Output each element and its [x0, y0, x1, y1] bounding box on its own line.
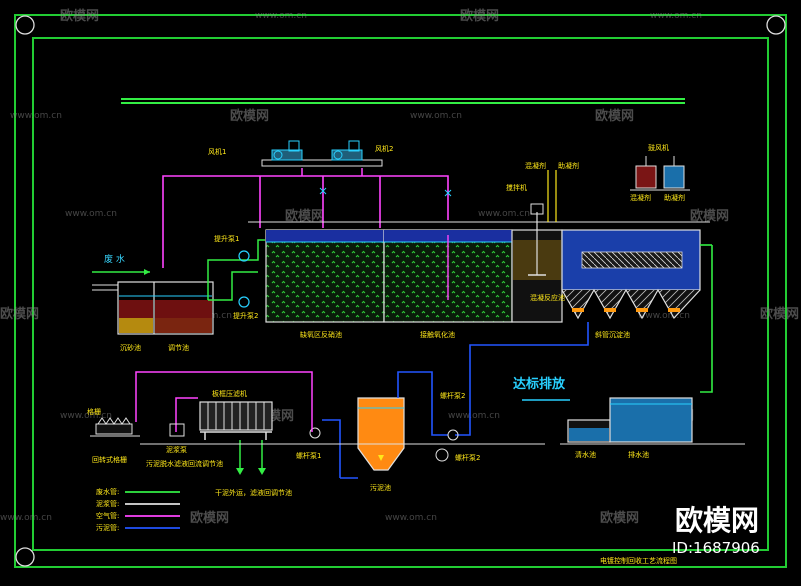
- lift-pipe: [207, 239, 265, 300]
- out-tank-label: 排水池: [628, 450, 649, 459]
- grille-machine-label: 回转式格栅: [92, 455, 127, 464]
- corner-circle-tr: [766, 15, 786, 35]
- fan2-label: 风机2: [375, 144, 393, 153]
- sludge-magenta-pipes: [135, 371, 313, 432]
- dosing-lines: [547, 170, 557, 222]
- sludge-pump2-top-label: 螺杆泵2: [440, 391, 465, 400]
- blower-top-label: 鼓风机: [648, 143, 669, 152]
- outer-frame: [14, 14, 787, 568]
- watermark-url-9: www.om.cn: [60, 411, 112, 421]
- watermark-13: 欧模网: [600, 510, 639, 526]
- grille-label: 格栅: [87, 407, 101, 416]
- anoxic-tank-label: 缺氧区反硝池: [300, 330, 342, 339]
- oxidation-tank-label: 接触氧化池: [420, 330, 455, 339]
- grit-equalization-tanks: [92, 281, 214, 335]
- watermark-3: 欧模网: [230, 108, 269, 124]
- grit-tank-label: 沉砂池: [120, 343, 141, 352]
- inner-frame: [32, 37, 769, 551]
- sludge-blue-piping: [322, 371, 471, 479]
- effluent-pipe: [700, 245, 713, 393]
- air-valves: [319, 187, 452, 197]
- wastewater-label: 废 水: [104, 253, 125, 265]
- pac-tank-label: 混凝剂: [630, 193, 651, 202]
- sludge-tank: [357, 397, 405, 471]
- grille-machine: [90, 417, 140, 437]
- sludge-pump2-label: 螺杆泵2: [455, 453, 480, 462]
- filter-press-label: 板框压滤机: [212, 389, 247, 398]
- mud-pump: [169, 423, 185, 437]
- air-piping: [162, 175, 449, 268]
- filter-press: [199, 401, 273, 475]
- watermark-2: 欧模网: [460, 8, 499, 24]
- watermark-url-2: www.om.cn: [650, 11, 702, 21]
- brand-large: 欧模网: [675, 504, 759, 537]
- equalization-tank-label: 调节池: [168, 343, 189, 352]
- watermark-7: 欧模网: [0, 306, 39, 322]
- clear-tank-label: 清水池: [575, 450, 596, 459]
- chemical-tanks: [630, 156, 690, 191]
- watermark-layer: 欧模网 www.om.cn 欧模网 www.om.cn www.om.cn 欧模…: [0, 8, 799, 526]
- legend: 废水管: 泥浆管: 空气管: 污泥管:: [96, 487, 180, 532]
- anoxic-tank: [265, 229, 385, 323]
- fan1-label: 风机1: [208, 147, 226, 156]
- brand-id: ID:1687906: [672, 539, 760, 557]
- watermark-9: 欧模网: [760, 306, 799, 322]
- legend-water-label: 废水管:: [96, 487, 119, 496]
- legend-air-label: 空气管:: [96, 511, 119, 520]
- legend-sludge-label: 泥浆管:: [96, 499, 119, 508]
- watermark-6: 欧模网: [690, 208, 729, 224]
- sludge-tank-label: 污泥池: [370, 483, 391, 492]
- lift-pump-1: [238, 250, 250, 262]
- sludge-return-pipe: [469, 322, 589, 390]
- mud-pump-label: 泥浆泵: [166, 445, 187, 454]
- watermark-12: 欧模网: [190, 510, 229, 526]
- blower-1: [271, 140, 303, 161]
- blower-2: [331, 140, 363, 161]
- lift-pump-2: [238, 296, 250, 308]
- diagram-title: 电镀控制回收工艺流程图: [600, 556, 677, 565]
- watermark-url-1: www.om.cn: [255, 11, 307, 21]
- watermark-url-8: www.om.cn: [638, 311, 690, 321]
- legend-mud-label: 污泥管:: [96, 523, 119, 532]
- sedimentation-tank: [561, 229, 712, 320]
- return-note-label: 干泥外运，滤液回调节池: [215, 488, 292, 497]
- watermark-url-6: www.om.cn: [478, 209, 530, 219]
- watermark-1: 欧模网: [60, 8, 99, 24]
- filtrate-note-label: 污泥脱水滤液回流调节池: [146, 459, 223, 468]
- corner-circle-tl: [15, 15, 35, 35]
- lift-pump1-label: 提升泵1: [214, 234, 239, 243]
- clear-water-tanks: [560, 397, 745, 445]
- screw-pump1-label: 螺杆泵1: [296, 451, 321, 460]
- pumps-lower: [309, 427, 459, 462]
- coag-tank-label: 混凝反应池: [530, 293, 565, 302]
- dosing1-label: 混凝剂: [525, 161, 546, 170]
- watermark-url-10: www.om.cn: [448, 411, 500, 421]
- watermark-url-12: www.om.cn: [385, 513, 437, 523]
- watermark-4: 欧模网: [595, 108, 634, 124]
- watermark-url-5: www.om.cn: [65, 209, 117, 219]
- watermark-url-3: www.om.cn: [10, 111, 62, 121]
- pam-tank-label: 助凝剂: [664, 193, 685, 202]
- mixer-label: 搅拌机: [506, 183, 527, 192]
- corner-circle-bl: [15, 547, 35, 567]
- watermark-5: 欧模网: [285, 208, 324, 224]
- watermark-url-4: www.om.cn: [410, 111, 462, 121]
- lift-pump2-label: 提升泵2: [233, 311, 258, 320]
- discharge-label: 达标排放: [513, 376, 566, 392]
- dosing2-label: 助凝剂: [558, 161, 579, 170]
- sedimentation-tank-label: 斜管沉淀池: [595, 330, 630, 339]
- blowers: [261, 140, 383, 176]
- watermark-url-11: www.om.cn: [0, 513, 52, 523]
